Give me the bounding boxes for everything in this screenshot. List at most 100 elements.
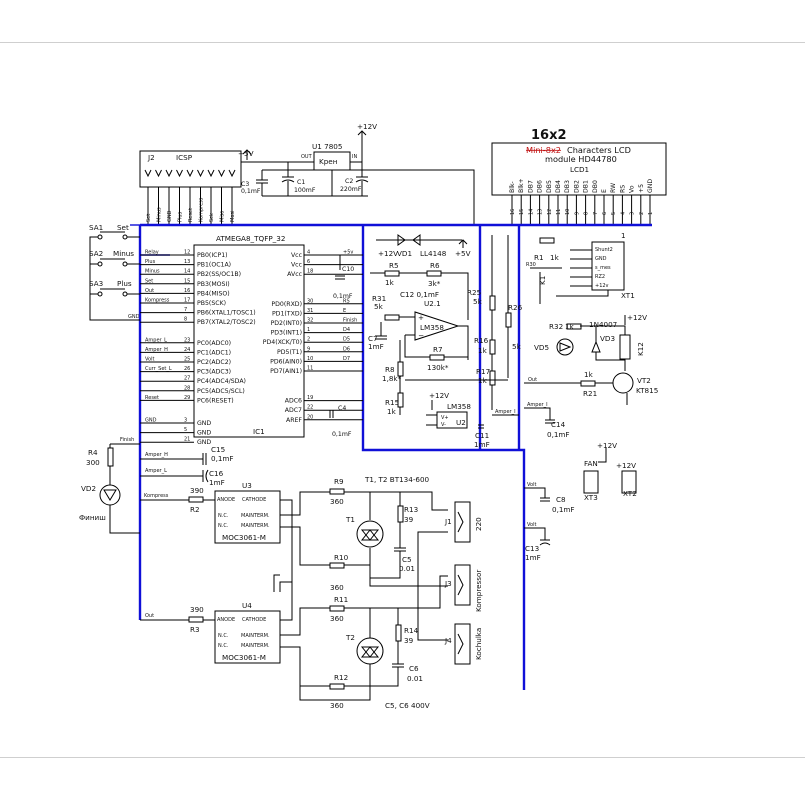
opamp-u2	[436, 411, 468, 429]
mcu-pin-number: 14	[184, 269, 190, 275]
d4007-label: 1N4007	[589, 320, 617, 329]
j4-name: Kochulka	[474, 628, 483, 660]
c5-value: 0.01	[399, 564, 415, 573]
vd1-name: LL4148	[420, 249, 447, 258]
svg-text:N.C.: N.C.	[218, 513, 229, 519]
icsp-pin-label: Minus	[157, 207, 163, 222]
r10-ref: R10	[334, 553, 349, 562]
mcu-pin-name: AREF	[286, 417, 302, 424]
kompress-label: Kompress	[144, 493, 169, 499]
resistor-r25	[489, 295, 496, 311]
mcu-pin-name: PD4(XCK/T0)	[263, 339, 302, 346]
svg-text:N.C.: N.C.	[218, 643, 229, 649]
lcd-pin-label: DB7	[527, 180, 534, 193]
mcu-pin-name: PD5(T1)	[277, 349, 302, 356]
mcu-net-label: Volt	[145, 357, 154, 363]
c11-ref: C11	[475, 431, 489, 440]
icsp-pin-label: GND	[167, 210, 173, 222]
svg-text:Plus: Plus	[117, 279, 132, 288]
lcd-pin-number: 1	[648, 212, 654, 215]
amp-h-label: Amper_H	[145, 452, 168, 458]
svg-text:SA1: SA1	[89, 223, 103, 232]
r25-ref: R25	[467, 288, 481, 297]
mcu-pin-number: 3	[184, 418, 187, 424]
vt2-ref: VT2	[637, 376, 651, 385]
mcu-net-label: D6	[343, 346, 350, 352]
optocoupler-u4	[214, 610, 281, 664]
svg-text:V-: V-	[441, 422, 446, 428]
mcu-pin-number: 13	[184, 259, 190, 265]
j3-name: Kompressor	[474, 570, 483, 612]
vd1-ref: VD1	[397, 249, 412, 258]
u4-name: MOC3061-M	[222, 653, 266, 662]
c8-ref: C8	[556, 495, 566, 504]
mcu-pin-number: 24	[184, 347, 190, 353]
mcu-pin-number: 20	[307, 414, 313, 420]
lcd-pin-number: 11	[556, 209, 562, 215]
r6-ref: R6	[430, 261, 440, 270]
volt-label-c13: Volt	[527, 522, 536, 528]
svg-text:+: +	[418, 313, 424, 322]
r7-value: 130k*	[427, 363, 449, 372]
mcu-pin-name: PD2(INT0)	[271, 320, 302, 327]
icsp-pin-label: Set	[146, 214, 152, 222]
mcu-net-label: +5v	[343, 250, 353, 256]
r11-value: 360	[330, 614, 344, 623]
mcu-pin-name: PD7(AIN1)	[270, 368, 302, 375]
mcu-net-label: Set	[145, 278, 153, 284]
lcd-pin-label: DB4	[555, 180, 562, 193]
u1-ref: U1 7805	[312, 142, 342, 151]
xt1-pin-label: +12v	[595, 283, 609, 289]
u3-ref: U3	[242, 481, 252, 490]
c6-value: 0.01	[407, 674, 423, 683]
xt1-pin-label: RZ2	[595, 274, 605, 280]
mcu-ref: IC1	[253, 427, 265, 436]
resistor-r9	[329, 488, 345, 495]
mcu-pin-number: 9	[307, 346, 310, 352]
r3-value: 390	[190, 605, 204, 614]
r5-value: 1k	[385, 278, 395, 287]
icsp-pin-label: Miso	[220, 211, 226, 222]
lcd-pin-label: DB2	[573, 180, 580, 193]
xt2-ref: XT2	[623, 489, 637, 498]
mcu-net-label: E	[343, 308, 346, 314]
xt1-pin-label: GND	[595, 256, 607, 262]
j1-ref: J1	[444, 517, 452, 526]
optocoupler-u3	[214, 490, 281, 544]
r15-value: 1k	[387, 407, 397, 416]
out-label-r3: Out	[145, 613, 154, 619]
mcu-pin-number: 18	[307, 269, 313, 275]
c13-value: 1mF	[525, 553, 541, 562]
icsp-name: ICSP	[176, 153, 193, 162]
r2-ref: R2	[190, 505, 200, 514]
t2-ref: T2	[345, 633, 355, 642]
svg-text:SA3: SA3	[89, 279, 103, 288]
mcu-pin-number: 1	[307, 327, 310, 333]
mcu-pin-name: ADC7	[285, 407, 302, 414]
svg-text:ANODE: ANODE	[217, 617, 235, 623]
lcd-module	[491, 142, 667, 196]
mcu-pin-number: 28	[184, 385, 190, 391]
r14-value: 39	[404, 636, 414, 645]
j4-ref: J4	[444, 636, 452, 645]
xt1-pin-label: s_mes	[595, 265, 611, 271]
opamp-name: LM358	[420, 323, 444, 332]
r12-ref: R12	[334, 673, 348, 682]
u1-in: IN	[352, 154, 357, 160]
c5-ref: C5	[402, 555, 412, 564]
c2-value: 220mF	[340, 186, 362, 193]
svg-text:−: −	[418, 331, 424, 340]
triac-t2	[356, 637, 384, 665]
mcu-name: ATMEGA8_TQFP_32	[216, 234, 285, 243]
triac-label: T1, T2 BT134-600	[364, 475, 430, 484]
lcd-pin-number: 2	[639, 212, 645, 215]
lcd-pin-number: 10	[565, 209, 571, 215]
mcu-pin-name: ADC6	[285, 398, 302, 405]
led-vd2	[99, 484, 121, 506]
c13-ref: C13	[525, 544, 539, 553]
finish-label: Finish	[120, 437, 134, 443]
mcu-net-label: Curr_Set_L	[145, 366, 172, 372]
r26-value: 5k	[512, 342, 522, 351]
xt1-ref: XT1	[621, 291, 635, 300]
